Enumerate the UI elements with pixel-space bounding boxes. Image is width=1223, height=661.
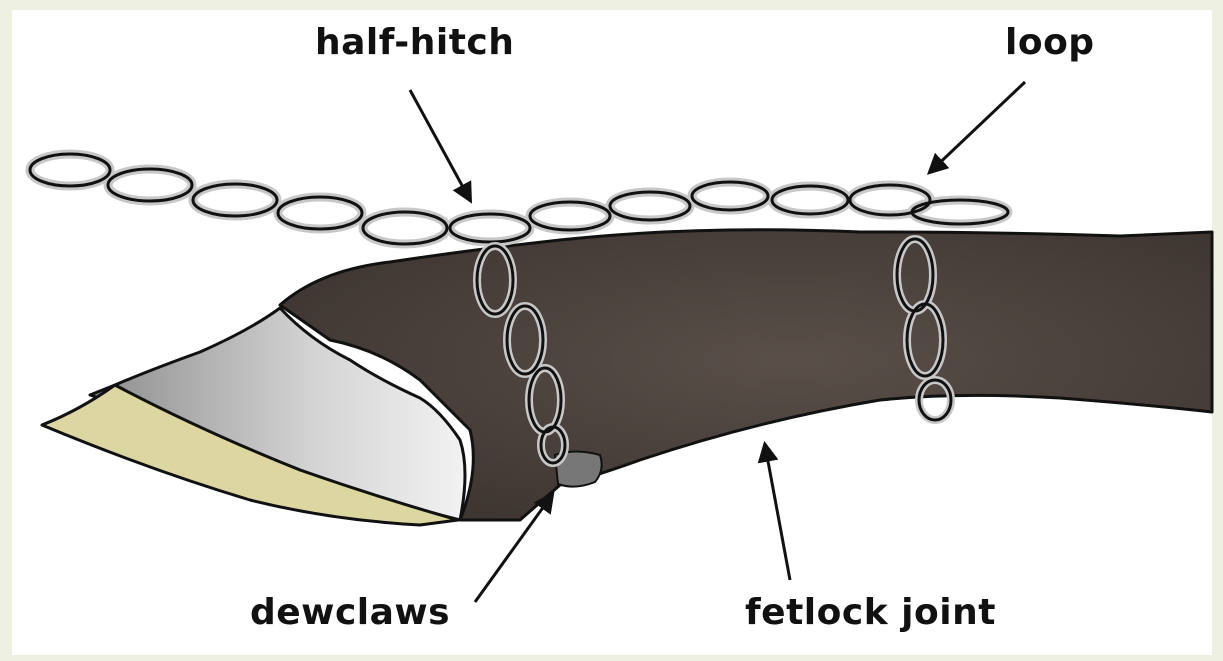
half-hitch-label: half-hitch	[315, 22, 514, 63]
chain	[30, 154, 1008, 244]
half-hitch-arrow	[410, 90, 470, 200]
dewclaws-label: dewclaws	[250, 592, 450, 633]
loop-arrow	[930, 82, 1025, 172]
fetlock-joint-label: fetlock joint	[745, 592, 996, 633]
loop-label: loop	[1005, 22, 1095, 63]
fetlock-arrow	[765, 445, 790, 580]
